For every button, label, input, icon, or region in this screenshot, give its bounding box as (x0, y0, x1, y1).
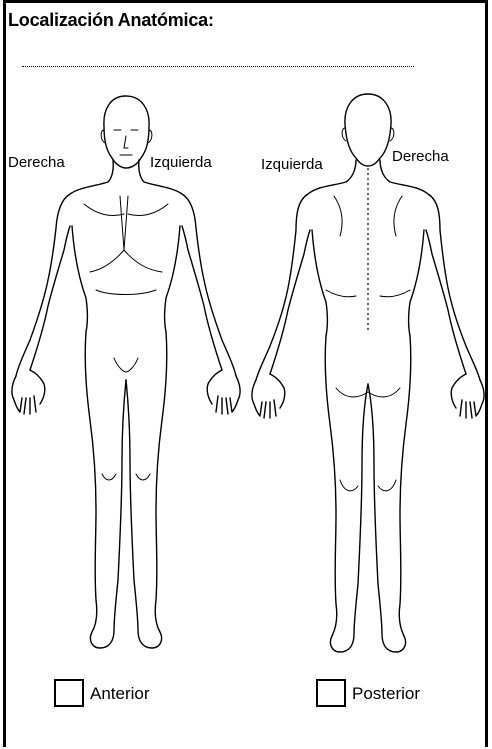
anterior-body-outline (12, 96, 240, 648)
posterior-checkbox[interactable] (316, 679, 346, 707)
posterior-label: Posterior (352, 684, 420, 704)
anterior-label: Anterior (90, 684, 150, 704)
anterior-checkbox[interactable] (54, 679, 84, 707)
posterior-body-outline (252, 94, 484, 652)
